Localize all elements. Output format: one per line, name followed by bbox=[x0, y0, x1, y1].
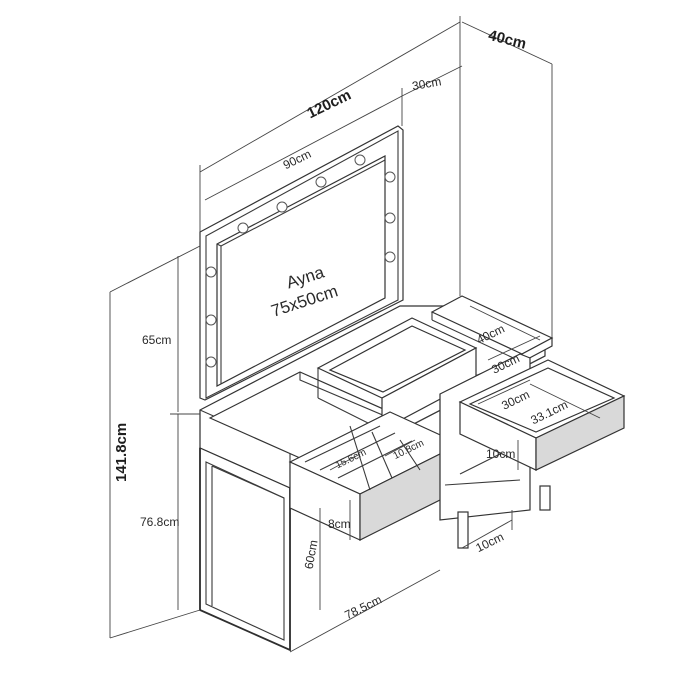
dim-side-width: 30cm bbox=[411, 74, 442, 93]
dim-drawer-height: 8cm bbox=[328, 517, 351, 531]
mirror-frame bbox=[199, 125, 404, 401]
dim-depth: 40cm bbox=[487, 27, 528, 53]
left-drawer bbox=[288, 411, 462, 541]
dim-leg-height: 60cm bbox=[302, 539, 321, 570]
middle-lid-box bbox=[316, 317, 478, 431]
dim-mirror-frame-height: 65cm bbox=[142, 333, 171, 347]
dim-table-height: 76.8cm bbox=[140, 515, 179, 529]
dim-total-height: 141.8cm bbox=[113, 423, 130, 482]
dim-right-drawer-height: 10cm bbox=[486, 447, 515, 461]
dim-total-width: 120cm bbox=[304, 86, 353, 122]
dimension-lines bbox=[109, 16, 601, 653]
dim-mirror-frame-width: 90cm bbox=[281, 147, 314, 172]
dim-foot-height: 10cm bbox=[473, 530, 506, 555]
mirror-bulbs bbox=[205, 154, 396, 368]
right-drawer bbox=[458, 359, 626, 471]
dim-bottom-width: 78.5cm bbox=[342, 592, 384, 622]
left-leg-frame bbox=[199, 447, 291, 652]
